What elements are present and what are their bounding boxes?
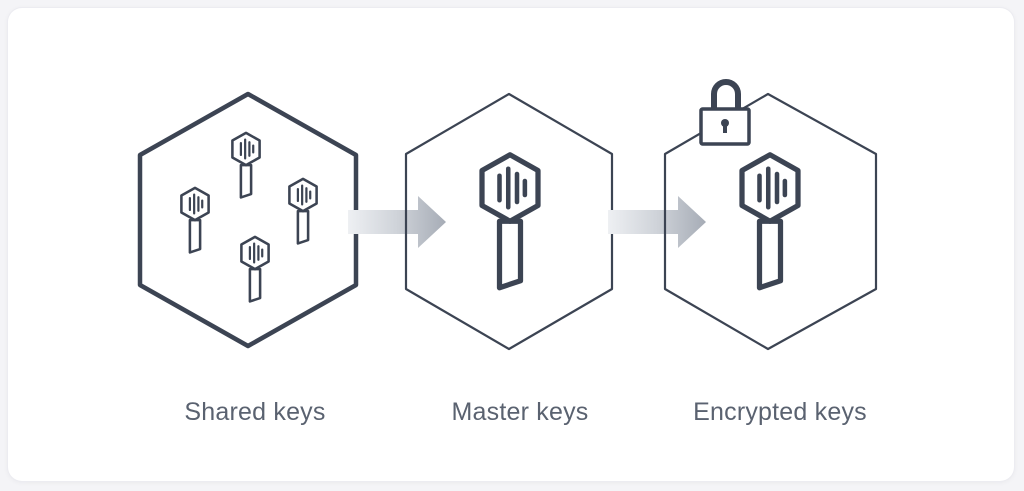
key-hierarchy-diagram (137, 79, 878, 351)
hexagon-frame (137, 91, 359, 349)
key-icon (231, 131, 261, 199)
hexagon-frame (404, 92, 614, 351)
shared-keys-label: Shared keys (184, 398, 326, 426)
key-icon (482, 155, 538, 288)
arrow-right-icon (608, 196, 706, 248)
encrypted-keys-label: Encrypted keys (693, 398, 867, 426)
master-keys-node (404, 92, 614, 351)
key-icon (240, 235, 270, 303)
arrow-right-icon (348, 196, 446, 248)
diagram-card: Shared keys Master keys Encrypted keys (8, 8, 1014, 481)
key-icon (180, 186, 210, 254)
key-icon (288, 177, 318, 245)
key-icon (742, 155, 798, 288)
shared-keys-node (137, 91, 359, 349)
encrypted-keys-node (663, 79, 878, 351)
lock-icon (699, 79, 751, 146)
master-keys-label: Master keys (451, 398, 589, 426)
hexagon-frame (663, 92, 878, 351)
